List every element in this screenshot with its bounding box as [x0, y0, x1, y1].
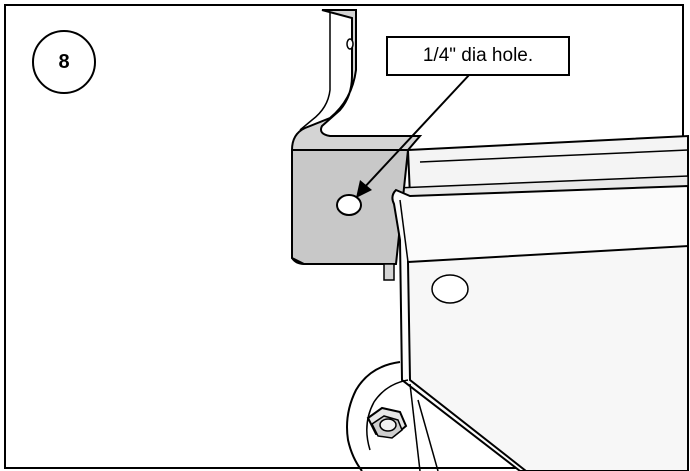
callout-label: 1/4" dia hole. [422, 45, 534, 66]
panel-front [383, 184, 689, 471]
bolt-detail [346, 361, 439, 471]
callout-box: 1/4" dia hole. [386, 36, 570, 76]
dia-hole-icon [336, 194, 362, 216]
hex-bolt-icon [366, 406, 408, 439]
pointer-arrow-icon [356, 73, 471, 198]
mounting-bracket-icon [291, 9, 423, 265]
step-number-badge: 8 [32, 30, 96, 94]
step-number: 8 [58, 50, 70, 73]
